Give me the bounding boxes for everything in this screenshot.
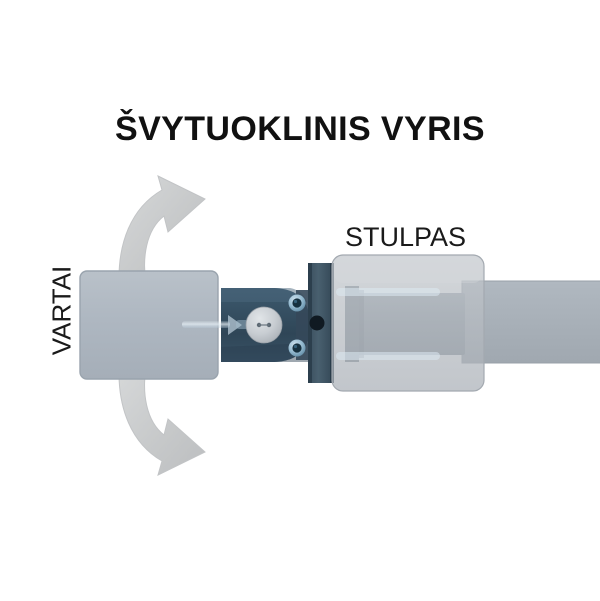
socket-screw-top-icon: [288, 294, 306, 312]
pivot-hole-icon: [309, 315, 325, 331]
curved-arrow-up-icon: [118, 175, 206, 284]
socket-screw-bottom-icon: [288, 339, 306, 357]
hinge-center-cap-icon: [245, 306, 283, 344]
post-ghost-band-bottom: [336, 352, 440, 360]
label-gate: VARTAI: [46, 265, 77, 356]
curved-arrow-down-icon: [118, 367, 206, 476]
post-ghost-band-top: [336, 288, 440, 296]
label-post: STULPAS: [345, 222, 467, 252]
hinge-body-highlight: [221, 288, 307, 302]
page-title: ŠVYTUOKLINIS VYRIS: [115, 110, 485, 148]
hinge-body-shadow: [221, 343, 310, 362]
post-mounting-bar: [461, 280, 600, 364]
post-box-sheen: [334, 257, 482, 283]
